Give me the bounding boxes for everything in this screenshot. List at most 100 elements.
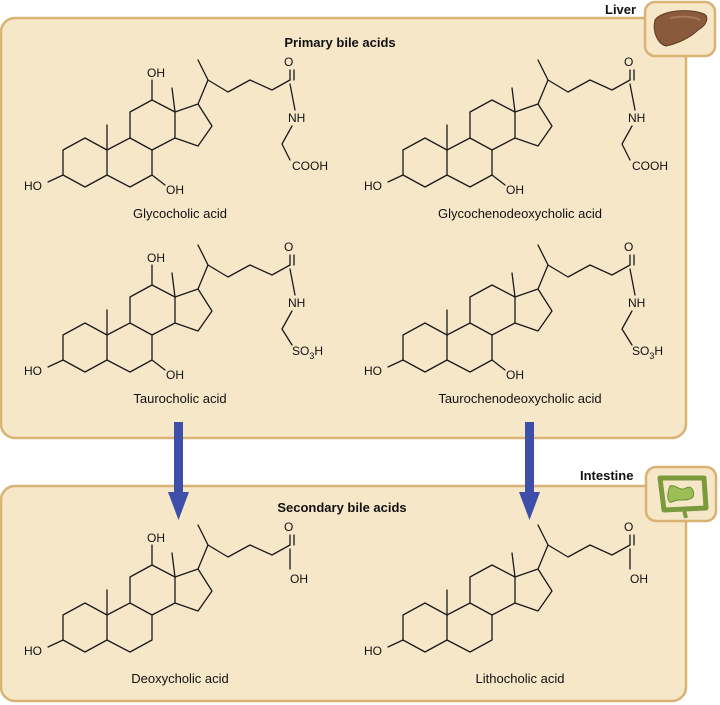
liver-panel [0,16,688,440]
bond-7-oh [151,174,166,186]
molecule-taurochenodeoxycholic-acid: HO OH O NH SO3H Taurochenodeoxycholic acid [364,240,663,406]
ho-3-label: HO [24,179,42,193]
methyl-13 [171,272,176,298]
ho-3-label: HO [364,364,382,378]
bond-3-oh [387,359,404,368]
ring-b [446,322,493,373]
side-chain [207,79,291,93]
ho-3-label: HO [364,179,382,193]
intestine-icon [644,465,718,523]
molecule-name: Glycochenodeoxycholic acid [438,206,602,221]
so3h-label: SO3H [632,344,663,361]
ho-3-label: HO [24,364,42,378]
oh-7-label: OH [506,183,524,197]
taurine-chain [281,310,293,346]
o-label: O [284,55,293,69]
methyl-13 [171,552,176,578]
ring-c [469,99,516,151]
bond-7-oh [491,359,506,371]
methyl-13 [511,272,516,298]
molecule-taurocholic-acid: HO OH OH O NH SO3H Taurocholic acid [24,240,323,406]
nh-label: NH [628,111,645,125]
nh-label: NH [288,296,305,310]
molecule-glycocholic-acid: HO OH OH O NH COOH Glycocholic acid [24,55,328,221]
o-label: O [624,240,633,254]
ring-d [514,288,553,332]
molecule-name: Deoxycholic acid [131,671,229,686]
acid-oh-label: OH [630,572,648,586]
ring-b [106,322,153,373]
o-label: O [624,55,633,69]
bond-7-oh [491,174,506,186]
nh-label: NH [288,111,305,125]
bond-3-oh [387,639,404,648]
ring-c [469,284,516,336]
intestine-panel [0,484,688,703]
ring-d [514,568,553,612]
liver-icon [643,0,717,58]
cooh-label: COOH [292,159,328,173]
ring-c [469,564,516,616]
side-chain [207,264,291,278]
side-chain [547,79,631,93]
ring-c [129,564,176,616]
ring-b [106,602,153,653]
secondary-heading: Secondary bile acids [277,500,406,515]
molecule-glycochenodeoxycholic-acid: HO OH O NH COOH Glycochenodeoxycholic acid [364,55,668,221]
bond-3-oh [47,174,64,183]
molecule-name: Taurocholic acid [133,391,226,406]
molecule-lithocholic-acid: HO O OH Lithocholic acid [364,520,648,686]
ho-3-label: HO [364,644,382,658]
o-label: O [284,520,293,534]
liver-label: Liver [605,2,636,17]
molecule-deoxycholic-acid: HO OH O OH Deoxycholic acid [24,520,308,686]
arrow-left [168,422,189,520]
ring-b [106,137,153,188]
oh-12-label: OH [147,66,165,80]
taurine-chain [621,310,633,346]
o-label: O [284,240,293,254]
methyl-13 [511,87,516,113]
ho-3-label: HO [24,644,42,658]
oh-7-label: OH [166,368,184,382]
ring-c [129,284,176,336]
nh-label: NH [628,296,645,310]
so3h-label: SO3H [292,344,323,361]
methyl-13 [171,87,176,113]
cooh-label: COOH [632,159,668,173]
oh-7-label: OH [166,183,184,197]
amide-bond [289,83,296,111]
glycine-chain [281,125,293,161]
ring-d [174,288,213,332]
side-chain [547,264,631,278]
methyl-13 [511,552,516,578]
molecule-name: Glycocholic acid [133,206,227,221]
o-label: O [624,520,633,534]
side-chain [207,544,291,558]
molecule-name: Lithocholic acid [476,671,565,686]
glycine-chain [621,125,633,161]
oh-12-label: OH [147,531,165,545]
arrow-right [519,422,540,520]
oh-7-label: OH [506,368,524,382]
amide-bond [629,83,636,111]
ring-d [174,103,213,147]
ring-c [129,99,176,151]
ring-d [174,568,213,612]
molecule-name: Taurochenodeoxycholic acid [438,391,601,406]
amide-bond [289,268,296,296]
bond-3-oh [47,359,64,368]
acid-oh-label: OH [290,572,308,586]
amide-bond [629,268,636,296]
oh-12-label: OH [147,251,165,265]
intestine-label: Intestine [580,468,633,483]
bond-7-oh [151,359,166,371]
ring-b [446,602,493,653]
side-chain [547,544,631,558]
bond-3-oh [387,174,404,183]
bond-3-oh [47,639,64,648]
ring-b [446,137,493,188]
primary-heading: Primary bile acids [284,35,395,50]
ring-d [514,103,553,147]
